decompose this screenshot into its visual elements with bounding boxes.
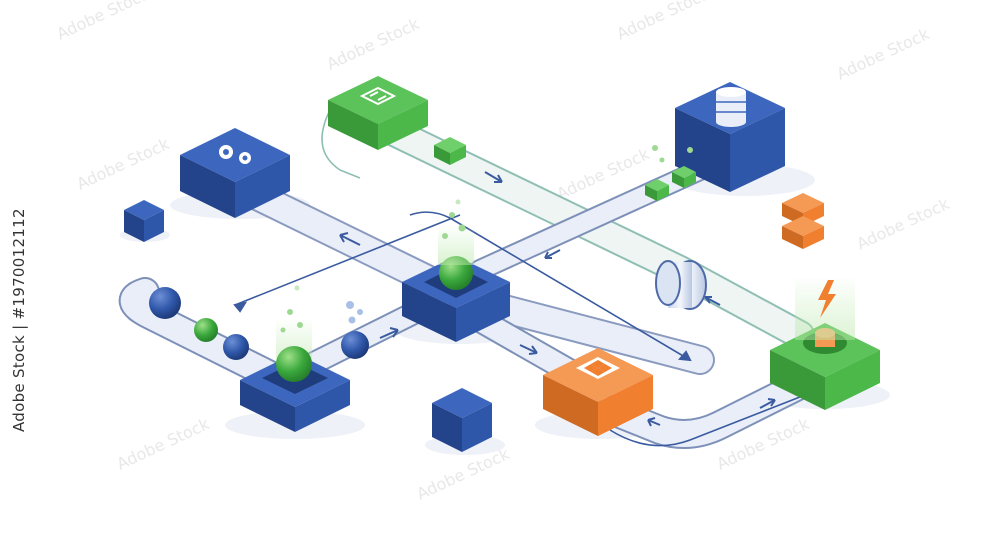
pipe-coupling	[655, 260, 707, 310]
flow-arrows	[233, 171, 776, 427]
data-packets	[645, 145, 696, 201]
small-green-cube	[434, 137, 466, 165]
lightning-icon	[818, 280, 836, 318]
svg-text:Adobe Stock: Adobe Stock	[324, 14, 423, 74]
power-node-block[interactable]	[770, 275, 880, 410]
stock-id-text: Adobe Stock | #1970012112	[10, 208, 28, 432]
calculator-node-block[interactable]	[328, 76, 428, 150]
grid-app-icon	[576, 357, 620, 379]
svg-text:Adobe Stock: Adobe Stock	[74, 134, 173, 194]
orange-stack	[782, 193, 824, 249]
database-server-block[interactable]	[675, 82, 785, 192]
gear-icon	[219, 145, 251, 164]
svg-text:Adobe Stock: Adobe Stock	[854, 194, 953, 254]
large-blue-cube	[432, 388, 492, 452]
calculator-icon	[359, 86, 397, 106]
svg-text:Adobe Stock: Adobe Stock	[54, 0, 153, 44]
gear-server-block[interactable]	[180, 128, 290, 218]
central-hub-block[interactable]	[402, 199, 510, 343]
small-blue-cube	[124, 200, 164, 242]
svg-text:Adobe Stock: Adobe Stock	[834, 24, 933, 84]
grid-processor-block[interactable]	[543, 348, 653, 436]
stock-id-label: Adobe Stock | #1970012112	[4, 208, 34, 432]
database-icon	[716, 87, 746, 127]
svg-text:Adobe Stock: Adobe Stock	[614, 0, 713, 44]
green-sphere-icon	[276, 346, 312, 382]
svg-text:Adobe Stock: Adobe Stock	[114, 414, 213, 474]
signal-lines	[234, 109, 806, 447]
input-hub-block[interactable]	[240, 285, 350, 433]
rolling-spheres	[149, 287, 369, 360]
